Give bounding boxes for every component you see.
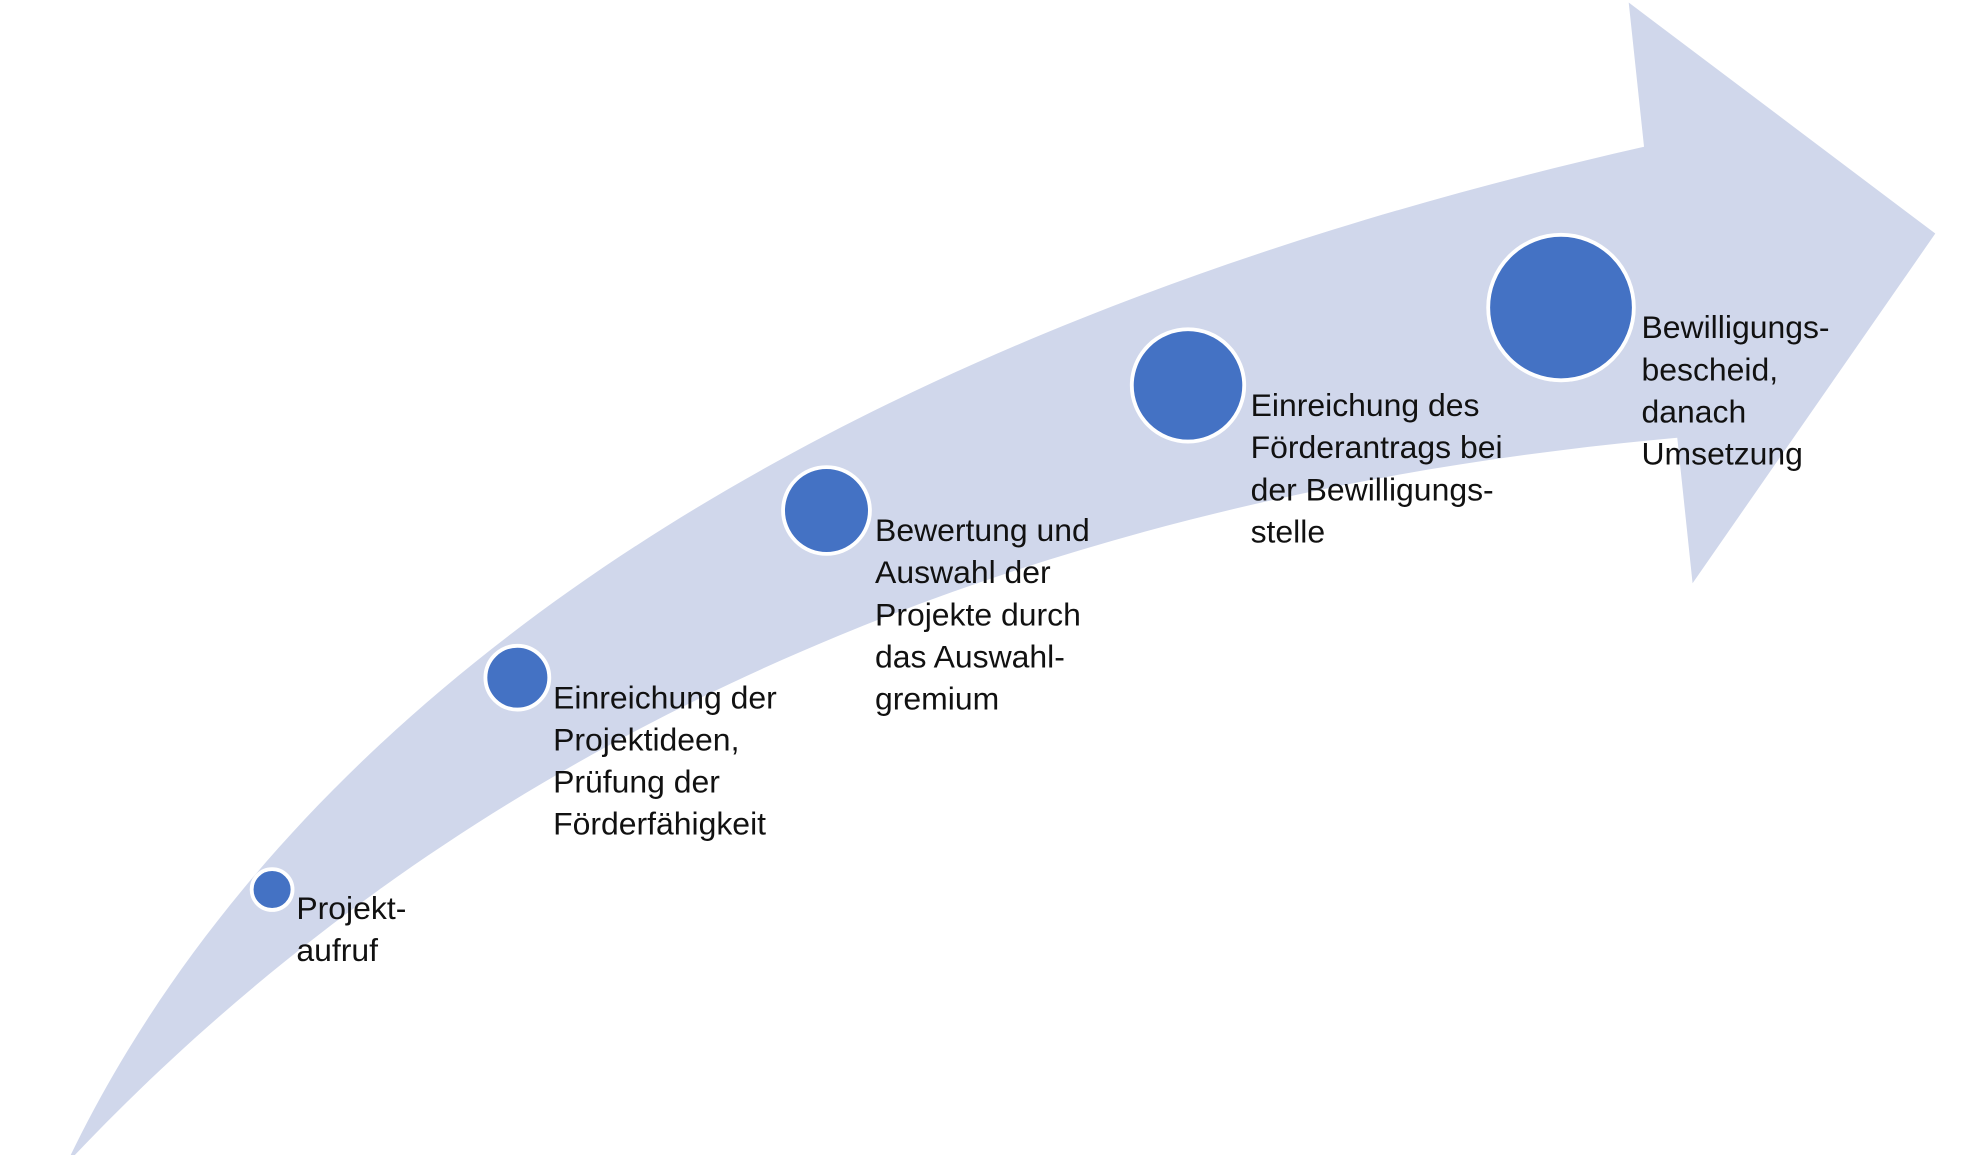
step-label-line: Bewilligungs- [1641,309,1829,345]
step-node [1486,232,1636,383]
step-4: Einreichung des Förderantrags bei der Be… [1129,327,1503,549]
step-label-line: Umsetzung [1641,436,1802,472]
step-3: Bewertung und Auswahl der Projekte durch… [781,465,1090,717]
step-label-line: Förderfähigkeit [553,806,766,842]
step-label-line: Einreichung der [553,679,777,715]
step-label-line: der Bewilligungs- [1251,471,1494,507]
step-label-line: bescheid, [1641,351,1778,387]
step-label-line: Prüfung der [553,764,720,800]
step-1: Projekt- aufruf [249,867,406,968]
step-5: Bewilligungs- bescheid, danach Umsetzung [1486,232,1830,472]
step-label-line: stelle [1251,513,1326,549]
step-node [483,643,552,712]
step-label-line: aufruf [296,932,378,968]
step-2: Einreichung der Projektideen, Prüfung de… [483,643,777,842]
step-node [781,465,872,556]
step-label-line: Projekte durch [875,596,1081,632]
step-label-line: Projekt- [296,890,406,926]
step-label-line: Förderantrags bei [1251,429,1503,465]
step-label-line: Einreichung des [1251,387,1480,423]
step-label-line: gremium [875,681,999,717]
step-label-line: Bewertung und [875,512,1090,548]
step-label-line: Projektideen, [553,721,739,757]
step-node [249,867,295,912]
step-label-line: das Auswahl- [875,638,1065,674]
step-label-line: Auswahl der [875,554,1051,590]
curved-arrow [70,2,1936,1155]
step-label-line: danach [1641,393,1746,429]
step-node [1129,327,1247,444]
